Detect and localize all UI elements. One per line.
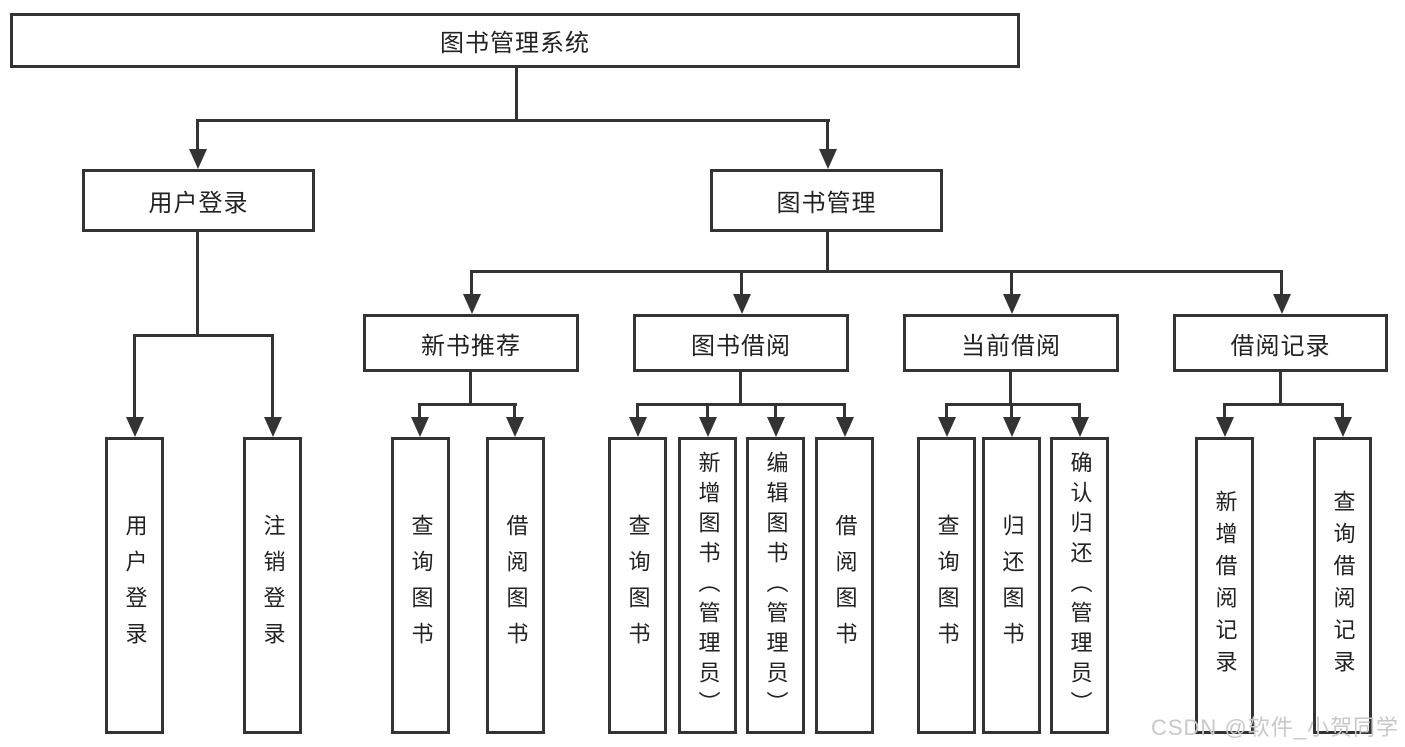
- leaf-label: 编辑图书（管理员）: [763, 450, 789, 721]
- connector-leaf-drop: [1341, 403, 1344, 419]
- connector-group-drop: [1010, 270, 1013, 296]
- csdn-watermark: CSDN @软件_小贺同学: [1150, 715, 1399, 740]
- leaf-label: 查询借阅记录: [1330, 489, 1356, 682]
- arrow-down-icon: [699, 417, 717, 437]
- connector-leaf-drop: [706, 403, 709, 419]
- leaf-logout: 注销登录: [243, 437, 302, 734]
- connector-group1-stem: [469, 372, 472, 405]
- connector-group3-splitter: [945, 403, 1081, 406]
- leaf-add-borrow-record: 新增借阅记录: [1195, 437, 1254, 734]
- connector-leaf-drop: [1223, 403, 1226, 419]
- node-user-login: 用户登录: [82, 169, 315, 232]
- connector-user-login-stem: [196, 232, 199, 336]
- arrow-down-icon: [836, 417, 854, 437]
- arrow-down-icon: [938, 417, 956, 437]
- connector-leaf-drop: [133, 334, 136, 418]
- arrow-down-icon: [463, 294, 481, 314]
- arrow-down-icon: [411, 417, 429, 437]
- arrow-down-icon: [1273, 294, 1291, 314]
- leaf-label: 确认归还（管理员）: [1067, 450, 1093, 721]
- node-label: 图书管理: [776, 190, 877, 217]
- node-book-borrow: 图书借阅: [633, 314, 849, 372]
- connector-root-stem: [515, 68, 518, 121]
- connector-group1-splitter: [418, 403, 517, 406]
- leaf-borrow-books: 借阅图书: [815, 437, 874, 734]
- arrow-down-icon: [126, 417, 144, 437]
- leaf-return-books: 归还图书: [982, 437, 1041, 734]
- node-label: 图书管理系统: [440, 30, 590, 57]
- node-borrow-records: 借阅记录: [1173, 314, 1388, 372]
- leaf-edit-book-admin: 编辑图书（管理员）: [746, 437, 805, 734]
- node-label: 用户登录: [148, 190, 249, 217]
- leaf-label: 查询图书: [408, 513, 434, 658]
- connector-leaf-drop: [513, 403, 516, 419]
- leaf-user-login: 用户登录: [105, 437, 164, 734]
- node-label: 新书推荐: [421, 332, 521, 360]
- leaf-confirm-return-admin: 确认归还（管理员）: [1050, 437, 1109, 734]
- connector-user-login-drop: [196, 119, 199, 151]
- connector-group4-stem: [1279, 372, 1282, 405]
- leaf-label: 查询图书: [625, 513, 651, 658]
- arrow-down-icon: [1216, 417, 1234, 437]
- arrow-down-icon: [1003, 417, 1021, 437]
- leaf-label: 注销登录: [260, 513, 286, 658]
- leaf-query-borrow-record: 查询借阅记录: [1313, 437, 1372, 734]
- node-label: 图书借阅: [691, 332, 791, 360]
- connector-book-mgmt-splitter: [470, 270, 1282, 273]
- leaf-add-book-admin: 新增图书（管理员）: [678, 437, 737, 734]
- leaf-query-books-borrow: 查询图书: [608, 437, 667, 734]
- leaf-label: 借阅图书: [832, 513, 858, 658]
- arrow-down-icon: [506, 417, 524, 437]
- node-label: 当前借阅: [961, 332, 1061, 360]
- connector-leaf-drop: [945, 403, 948, 419]
- connector-group2-stem: [739, 372, 742, 405]
- connector-group-drop: [740, 270, 743, 296]
- arrow-down-icon: [264, 417, 282, 437]
- leaf-label: 借阅图书: [503, 513, 529, 658]
- leaf-label: 归还图书: [999, 513, 1025, 658]
- connector-leaf-drop: [1078, 403, 1081, 419]
- connector-book-mgmt-stem: [826, 232, 829, 272]
- connector-group-drop: [470, 270, 473, 296]
- arrow-down-icon: [1334, 417, 1352, 437]
- leaf-label: 用户登录: [122, 513, 148, 658]
- connector-leaf-drop: [774, 403, 777, 419]
- arrow-down-icon: [629, 417, 647, 437]
- arrow-down-icon: [1003, 294, 1021, 314]
- node-library-management-system: 图书管理系统: [10, 13, 1020, 68]
- connector-leaf-drop: [843, 403, 846, 419]
- connector-group4-splitter: [1223, 403, 1344, 406]
- node-label: 借阅记录: [1230, 332, 1331, 360]
- leaf-label: 查询图书: [934, 513, 960, 658]
- connector-leaf-drop: [1010, 403, 1013, 419]
- node-book-management: 图书管理: [710, 169, 943, 232]
- connector-user-login-splitter: [133, 334, 274, 337]
- connector-leaf-drop: [418, 403, 421, 419]
- connector-group2-splitter: [636, 403, 846, 406]
- leaf-label: 新增借阅记录: [1212, 489, 1238, 682]
- arrow-down-icon: [189, 149, 207, 169]
- node-current-borrow: 当前借阅: [903, 314, 1119, 372]
- arrow-down-icon: [733, 294, 751, 314]
- leaf-borrow-books-recommend: 借阅图书: [486, 437, 545, 734]
- leaf-query-books-current: 查询图书: [917, 437, 976, 734]
- leaf-query-books-recommend: 查询图书: [391, 437, 450, 734]
- arrow-down-icon: [1071, 417, 1089, 437]
- connector-leaf-drop: [636, 403, 639, 419]
- node-new-book-recommend: 新书推荐: [363, 314, 579, 372]
- arrow-down-icon: [819, 149, 837, 169]
- connector-book-mgmt-drop: [826, 119, 829, 151]
- connector-leaf-drop: [271, 334, 274, 418]
- arrow-down-icon: [767, 417, 785, 437]
- connector-group3-stem: [1009, 372, 1012, 405]
- connector-group-drop: [1280, 270, 1283, 296]
- connector-root-splitter: [196, 119, 830, 122]
- leaf-label: 新增图书（管理员）: [695, 450, 721, 721]
